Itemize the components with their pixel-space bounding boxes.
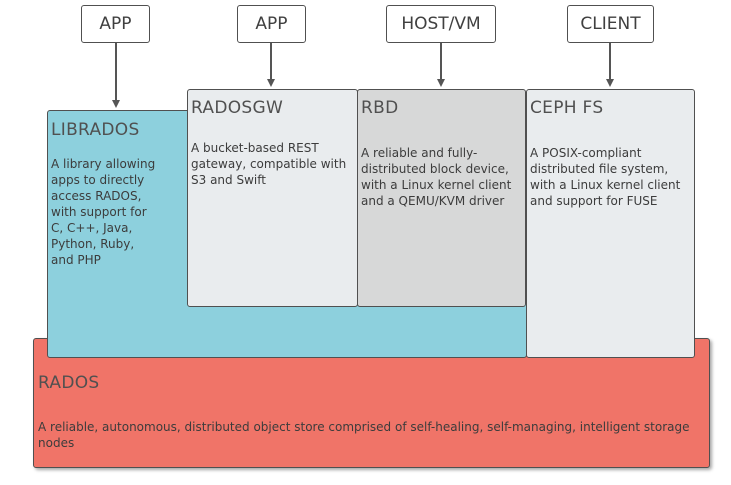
- rbd-description: A reliable and fully- distributed block …: [361, 145, 511, 209]
- rbd-title: RBD: [361, 98, 399, 118]
- librados-description: A library allowing apps to directly acce…: [51, 156, 155, 268]
- rbd-desc-line: and a QEMU/KVM driver: [361, 194, 505, 208]
- client-node-label: CLIENT: [580, 14, 641, 34]
- librados-desc-line: apps to directly: [51, 173, 145, 187]
- radosgw-title: RADOSGW: [191, 98, 284, 118]
- host-vm-node-label: HOST/VM: [401, 14, 481, 34]
- cephfs-desc-line: distributed file system,: [530, 162, 669, 176]
- librados-desc-line: Python, Ruby,: [51, 237, 135, 251]
- rados-desc-line: nodes: [38, 436, 75, 450]
- librados-desc-line: A library allowing: [51, 157, 156, 171]
- cephfs-title: CEPH FS: [530, 98, 604, 118]
- app-node-1: APP: [81, 5, 150, 43]
- radosgw-description: A bucket-based REST gateway, compatible …: [191, 140, 346, 188]
- librados-desc-line: with support for: [51, 205, 147, 219]
- librados-desc-line: and PHP: [51, 253, 101, 267]
- app-node-2-label: APP: [255, 14, 288, 34]
- host-vm-node: HOST/VM: [386, 5, 496, 43]
- rados-desc-line: A reliable, autonomous, distributed obje…: [38, 420, 690, 434]
- radosgw-desc-line: S3 and Swift: [191, 173, 266, 187]
- librados-desc-line: C, C++, Java,: [51, 221, 133, 235]
- cephfs-desc-line: and support for FUSE: [530, 194, 658, 208]
- rbd-desc-line: with a Linux kernel client: [361, 178, 512, 192]
- rados-title: RADOS: [38, 373, 100, 393]
- radosgw-desc-line: gateway, compatible with: [191, 157, 347, 171]
- radosgw-box: RADOSGW A bucket-based REST gateway, com…: [187, 89, 358, 307]
- cephfs-desc-line: A POSIX-compliant: [530, 146, 642, 160]
- client-node: CLIENT: [567, 5, 654, 43]
- rbd-desc-line: A reliable and fully-: [361, 146, 478, 160]
- cephfs-desc-line: with a Linux kernel client: [530, 178, 681, 192]
- app-node-1-label: APP: [99, 14, 132, 34]
- librados-desc-line: access RADOS,: [51, 189, 142, 203]
- rbd-desc-line: distributed block device,: [361, 162, 509, 176]
- cephfs-description: A POSIX-compliant distributed file syste…: [530, 145, 680, 209]
- cephfs-box: CEPH FS A POSIX-compliant distributed fi…: [526, 89, 695, 358]
- radosgw-desc-line: A bucket-based REST: [191, 141, 319, 155]
- rados-box: RADOS A reliable, autonomous, distribute…: [33, 338, 710, 468]
- rbd-box: RBD A reliable and fully- distributed bl…: [357, 89, 526, 307]
- app-node-2: APP: [237, 5, 306, 43]
- rados-description: A reliable, autonomous, distributed obje…: [38, 419, 706, 451]
- librados-title: LIBRADOS: [51, 120, 140, 140]
